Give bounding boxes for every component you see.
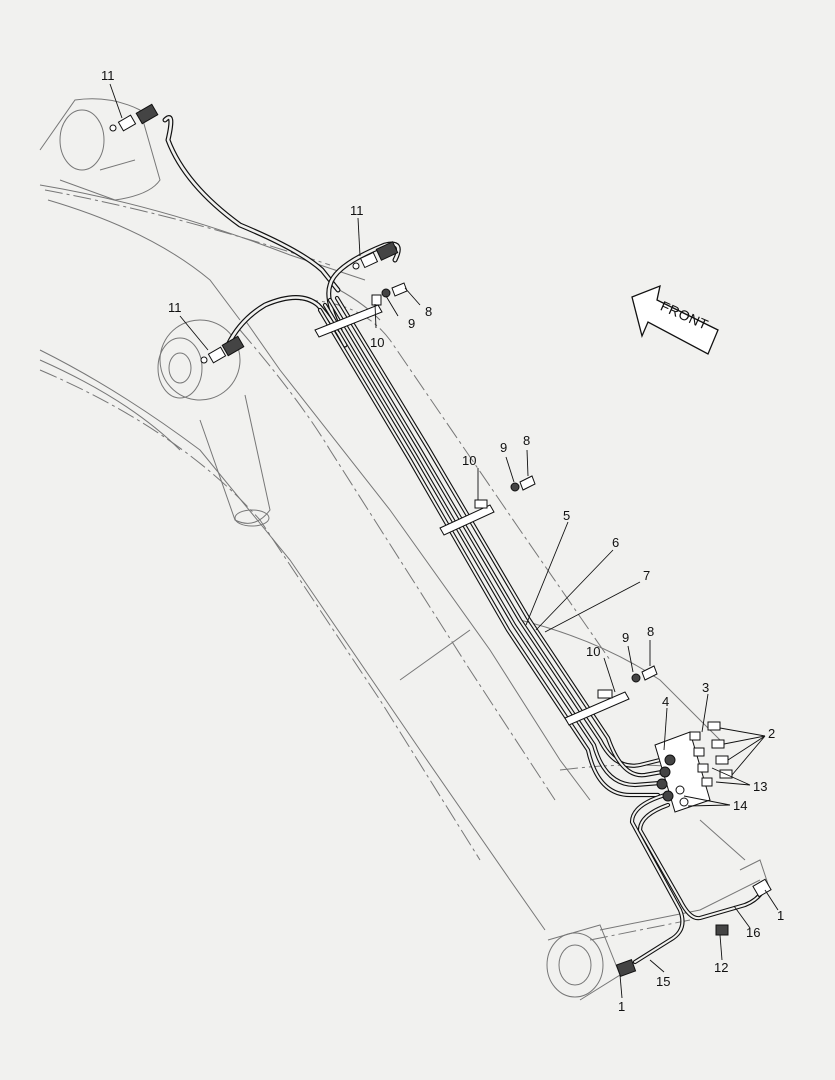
- clamp-middle: [439, 475, 536, 536]
- callout-4: 4: [662, 694, 669, 709]
- callout-16: 16: [746, 925, 760, 940]
- manifold-block: [654, 721, 733, 813]
- callout-10-lower: 10: [586, 644, 600, 659]
- callout-11-middle: 11: [350, 203, 364, 218]
- clamp-upper: [314, 282, 408, 338]
- pipe-bundle: [317, 295, 665, 798]
- callout-10-middle: 10: [462, 453, 476, 468]
- callout-10-upper: 10: [370, 335, 384, 350]
- callout-8-lower: 8: [647, 624, 654, 639]
- fitting-arm-cylinder: [200, 335, 245, 364]
- callout-labels: 11 11 11 8 9 10 9 8 10 5 6 7 9 8 10 3 4 …: [101, 68, 784, 1014]
- lower-pipes: [629, 792, 768, 965]
- callout-1-right: 1: [777, 908, 784, 923]
- fitting-top: [109, 103, 159, 132]
- callout-5: 5: [563, 508, 570, 523]
- leader-lines: [109, 83, 779, 999]
- clamps: [314, 282, 658, 726]
- callout-11-arm-cylinder: 11: [168, 300, 182, 315]
- callout-6: 6: [612, 535, 619, 550]
- callout-3: 3: [702, 680, 709, 695]
- callout-8-upper: 8: [425, 304, 432, 319]
- fittings: [109, 103, 399, 364]
- callout-12: 12: [714, 960, 728, 975]
- front-direction-arrow: FRONT: [631, 284, 719, 355]
- callout-9-upper: 9: [408, 316, 415, 331]
- clamp-lower: [564, 665, 658, 726]
- callout-7: 7: [643, 568, 650, 583]
- callout-1-left: 1: [618, 999, 625, 1014]
- fitting-middle: [352, 241, 399, 270]
- upper-hoses: [162, 115, 401, 348]
- callout-14: 14: [733, 798, 747, 813]
- callout-9-middle: 9: [500, 440, 507, 455]
- callout-2: 2: [768, 726, 775, 741]
- callout-9-lower: 9: [622, 630, 629, 645]
- callout-15: 15: [656, 974, 670, 989]
- callout-11-top: 11: [101, 68, 115, 83]
- callout-13: 13: [753, 779, 767, 794]
- callout-8-middle: 8: [523, 433, 530, 448]
- end-parts: [615, 878, 772, 978]
